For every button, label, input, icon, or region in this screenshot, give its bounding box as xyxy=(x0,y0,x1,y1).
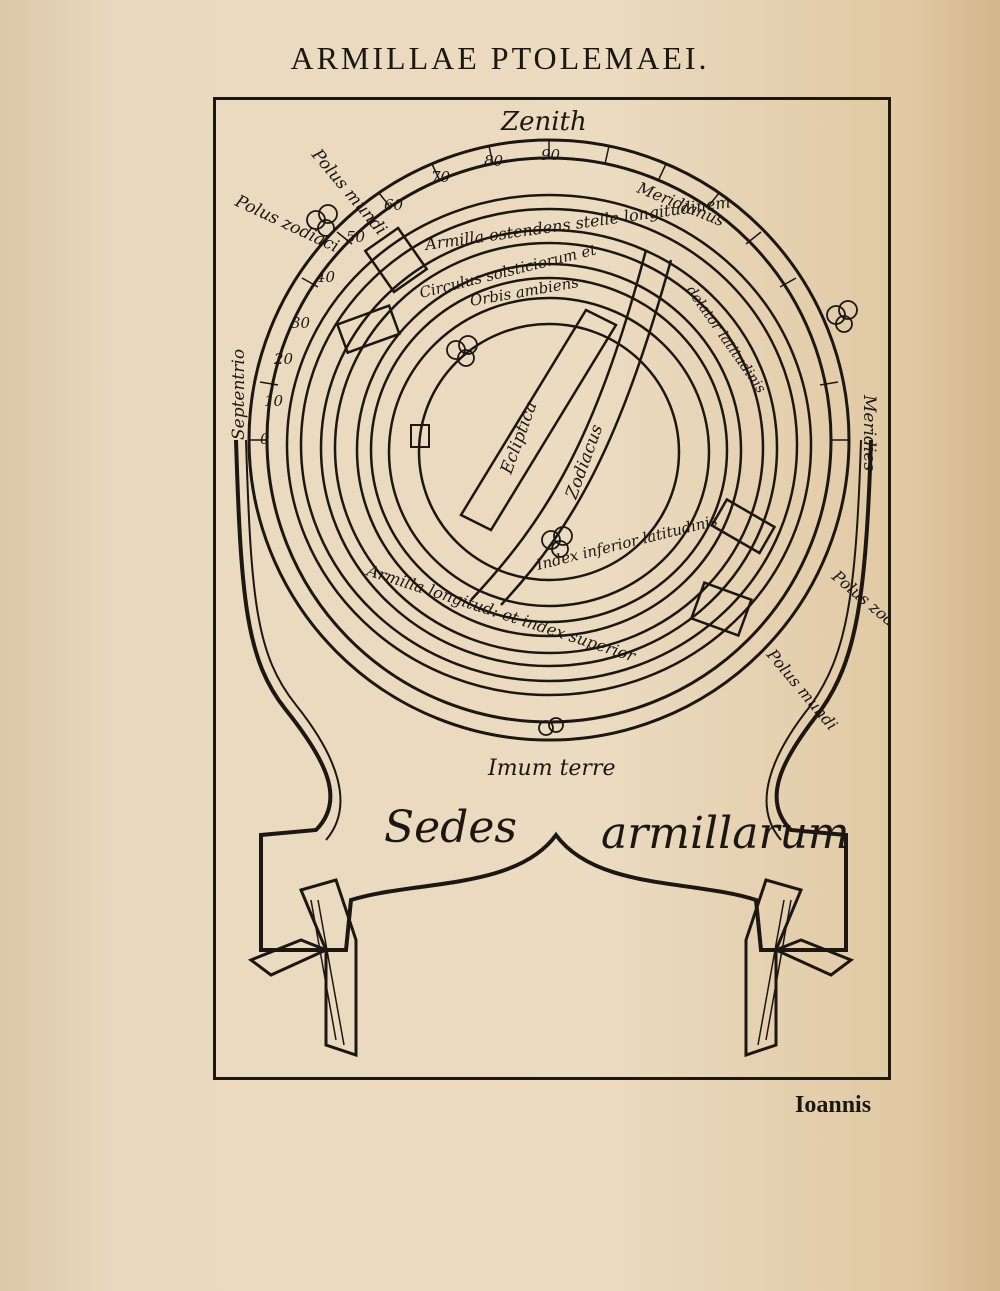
catchword: Ioannis xyxy=(795,1092,872,1118)
label-armilla-longitud: Armilla longitud: et index superior xyxy=(363,560,639,666)
scale-0: 0 xyxy=(260,430,270,448)
woodcut-plate: 90 80 70 60 50 40 30 20 10 0 Zenith Polu… xyxy=(213,97,891,1080)
left-foot xyxy=(247,878,358,1058)
scale-80: 80 xyxy=(484,152,504,170)
cloud-ornaments xyxy=(306,204,858,736)
label-polus-mundi-right: Polus mundi xyxy=(762,645,841,734)
scale-20: 20 xyxy=(273,350,294,368)
page-title: ARMILLAE PTOLEMAEI. xyxy=(290,40,710,76)
right-foot xyxy=(744,878,855,1058)
label-sedes: Sedes xyxy=(384,802,517,853)
stand-outline xyxy=(234,439,873,952)
scale-30: 30 xyxy=(291,314,311,332)
label-meridies: Meridies xyxy=(859,394,879,471)
ecliptic-band xyxy=(459,249,673,606)
outer-scale-ticks xyxy=(249,140,849,441)
scale-50: 50 xyxy=(346,228,366,246)
scale-90: 90 xyxy=(541,146,561,164)
scale-numbers: 90 80 70 60 50 40 30 20 10 0 xyxy=(260,146,561,448)
label-armillarum: armillarum xyxy=(601,808,850,859)
label-septentrio: Septentrio xyxy=(229,349,249,440)
label-ecliptica: Ecliptica xyxy=(497,399,542,478)
ring-holders xyxy=(335,226,777,638)
armillary-sphere-figure: 90 80 70 60 50 40 30 20 10 0 Zenith Polu… xyxy=(229,107,888,1058)
scale-70: 70 xyxy=(431,168,451,186)
scale-60: 60 xyxy=(384,196,404,214)
label-polus-zodiaci-left: Polus zodiaci xyxy=(231,191,342,257)
label-zenith: Zenith xyxy=(500,107,587,137)
label-imum-terre: Imum terre xyxy=(487,756,616,781)
scale-40: 40 xyxy=(315,268,336,286)
scale-10: 10 xyxy=(264,392,284,410)
label-index-inferior: Index inferior latitudinis xyxy=(534,511,720,574)
